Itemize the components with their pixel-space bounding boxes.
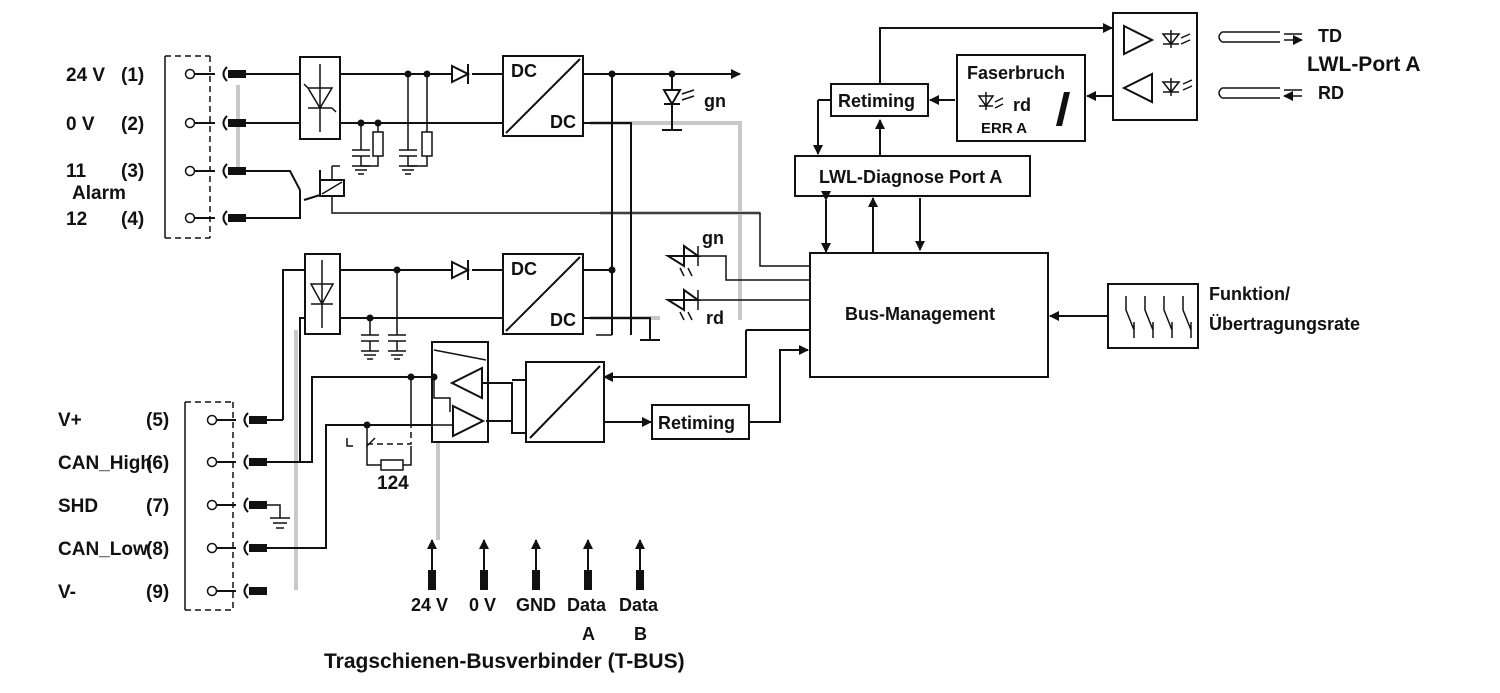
tbus-pin-1-label: 24 V bbox=[411, 595, 448, 615]
optical-port-block: TD RD LWL-Port A bbox=[1112, 12, 1421, 121]
lwl-diagnose-block: LWL-Diagnose Port A bbox=[794, 100, 1031, 253]
switch-label-1: Funktion/ bbox=[1209, 284, 1290, 304]
terminal-9-name: V- bbox=[58, 582, 76, 603]
terminal-8-name: CAN_Low bbox=[58, 539, 148, 560]
terminal-7-num: (7) bbox=[146, 496, 169, 517]
switch-label-2: Übertragungsrate bbox=[1209, 314, 1360, 334]
led-bus-rd-label: rd bbox=[706, 308, 724, 328]
faserbruch-title: Faserbruch bbox=[967, 63, 1065, 83]
alarm-label: Alarm bbox=[72, 183, 126, 204]
termination-resistor-label: 124 bbox=[377, 473, 409, 494]
faserbruch-block: Faserbruch rd ERR A bbox=[956, 54, 1112, 142]
terminal-3-name: 11 bbox=[66, 161, 87, 182]
terminal-5 bbox=[206, 412, 283, 428]
tbus-connector: 24 V 0 V GND Data A Data B Tragschienen-… bbox=[324, 539, 685, 673]
terminal-block-top: 24 V (1) 0 V (2) 11 (3) Alarm 12 (4) bbox=[66, 55, 246, 239]
tbus-pin-2: 0 V bbox=[469, 539, 496, 615]
terminal-2-num: (2) bbox=[121, 114, 144, 135]
tbus-pin-5: Data B bbox=[619, 539, 659, 644]
terminal-5-num: (5) bbox=[146, 410, 169, 431]
terminal-4-num: (4) bbox=[121, 209, 144, 230]
dcdc-bottom-out: DC bbox=[550, 310, 576, 330]
tbus-pin-4-label-1: Data bbox=[567, 595, 607, 615]
tbus-pin-5-label-1: Data bbox=[619, 595, 659, 615]
dip-switch: Funktion/ Übertragungsrate bbox=[1107, 283, 1360, 349]
terminal-2 bbox=[184, 115, 246, 131]
terminal-8 bbox=[206, 424, 455, 556]
signal-wedge bbox=[1056, 92, 1070, 126]
terminal-2-name: 0 V bbox=[66, 114, 95, 135]
terminal-9-num: (9) bbox=[146, 582, 169, 603]
tbus-pin-4: Data A bbox=[567, 539, 607, 644]
faserbruch-led-label: rd bbox=[1013, 95, 1031, 115]
terminal-1 bbox=[184, 66, 246, 82]
terminal-3-num: (3) bbox=[121, 161, 144, 182]
terminal-7-name: SHD bbox=[58, 496, 98, 517]
terminal-3 bbox=[184, 163, 246, 179]
retiming-top-label: Retiming bbox=[838, 91, 915, 111]
tbus-pin-3: GND bbox=[516, 539, 556, 615]
tbus-pin-5-label-2: B bbox=[634, 624, 647, 644]
port-title: LWL-Port A bbox=[1307, 53, 1421, 76]
dcdc-top-in: DC bbox=[511, 61, 537, 81]
tbus-pin-1: 24 V bbox=[411, 539, 448, 615]
terminal-1-num: (1) bbox=[121, 65, 144, 86]
terminal-9 bbox=[206, 583, 267, 599]
bus-management-block: Bus-Management bbox=[809, 252, 1108, 378]
tbus-pin-4-label-2: A bbox=[582, 624, 595, 644]
retiming-bottom-label: Retiming bbox=[658, 413, 735, 433]
terminal-6-name: CAN_High bbox=[58, 453, 152, 474]
terminal-4 bbox=[184, 210, 246, 226]
terminal-8-num: (8) bbox=[146, 539, 169, 560]
alarm-relay bbox=[246, 165, 810, 267]
retiming-bottom-box bbox=[651, 404, 750, 440]
tbus-pin-3-label: GND bbox=[516, 595, 556, 615]
retiming-top-block: Retiming bbox=[818, 23, 1113, 117]
led-bus-gn-label: gn bbox=[702, 228, 724, 248]
dcdc-bottom-in: DC bbox=[511, 259, 537, 279]
power-supply-bottom: DC DC bbox=[282, 253, 660, 462]
led-power-label: gn bbox=[704, 91, 726, 111]
port-td-label: TD bbox=[1318, 26, 1342, 46]
terminal-6 bbox=[206, 376, 455, 470]
terminal-6-num: (6) bbox=[146, 453, 169, 474]
terminal-4-name: 12 bbox=[66, 209, 87, 230]
terminal-1-name: 24 V bbox=[66, 65, 105, 86]
tbus-title: Tragschienen-Busverbinder (T-BUS) bbox=[324, 650, 685, 673]
terminal-block-bottom: V+ (5) CAN_High (6) SHD (7) CAN_Low (8) … bbox=[58, 376, 455, 611]
bus-management-label: Bus-Management bbox=[845, 304, 995, 324]
port-rd-label: RD bbox=[1318, 83, 1344, 103]
lwl-diagnose-label: LWL-Diagnose Port A bbox=[819, 167, 1002, 187]
isolator-path: Retiming bbox=[525, 329, 810, 443]
bus-leds: gn rd bbox=[664, 228, 810, 328]
transceiver-box bbox=[431, 341, 489, 443]
dcdc-top-out: DC bbox=[550, 112, 576, 132]
can-transceiver: 124 bbox=[346, 341, 526, 494]
faserbruch-sub: ERR A bbox=[981, 120, 1027, 137]
power-supply-top: DC DC gn bbox=[246, 55, 741, 335]
terminal-5-name: V+ bbox=[58, 410, 82, 431]
shield-lines bbox=[236, 85, 760, 590]
terminal-7 bbox=[206, 497, 290, 529]
tbus-pin-2-label: 0 V bbox=[469, 595, 496, 615]
